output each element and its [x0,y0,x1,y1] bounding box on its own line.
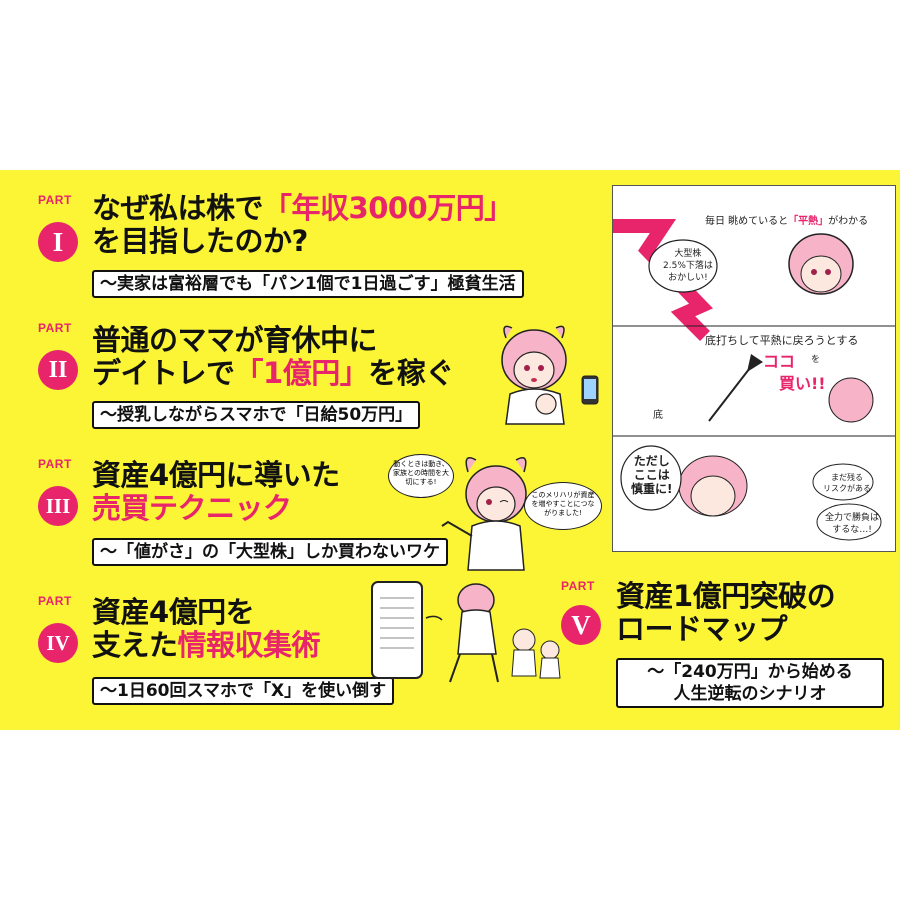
part5-title-line1: 資産1億円突破の [616,579,836,613]
bubble-stock-line3: おかしい! [668,273,708,283]
nursing-mother-illustration [501,325,599,425]
manga-panel: 毎日 眺めていると「平熱」がわかる 大型株 2.5%下落は おかしい! 底打ちし… [612,185,896,552]
part4-label: PART [38,594,72,608]
caption-top-highlight: 「平熱」 [788,216,829,227]
part3-numeral-badge: III [38,486,78,526]
part5-numeral-badge: V [561,605,601,645]
part1-title-prefix: なぜ私は株で [92,191,264,225]
manga-background-art [613,219,895,541]
manga-bubble-risk: まだ残る リスクがある [823,472,871,494]
part3-title: 資産4億円に導いた 売買テクニック [92,459,340,525]
part2-title-suffix: を稼ぐ [368,356,454,390]
speech-bubble-family: 動くときは動き、家族との時間を大切にする! [388,454,454,498]
part3-title-highlight: 売買テクニック [92,491,292,525]
part2-title: 普通のママが育休中に デイトレで「1億円」を稼ぐ [92,324,454,390]
part3-label: PART [38,457,72,471]
manga-kai: 買い!! [779,374,826,393]
part5-subtitle-line1: ～「240万円」から始める [647,662,853,682]
caption-top-suffix: がわかる [828,216,869,227]
manga-caption-top: 毎日 眺めていると「平熱」がわかる [705,212,868,227]
part2-title-highlight: 「1億円」 [234,356,369,390]
part1-title-highlight: 「年収3000万円」 [263,191,513,225]
bubble-stock-line1: 大型株 [674,249,702,259]
manga-bubble-careful: ただし ここは 慎重に! [631,454,672,496]
part4-numeral-badge: IV [38,623,78,663]
part3-title-line1: 資産4億円に導いた [92,458,340,492]
waving-woman-figure [441,457,527,571]
part4-subtitle: ～1日60回スマホで「X」を使い倒す [92,677,395,705]
part4-title-highlight: 情報収集術 [177,628,321,662]
part4-title-prefix: 支えた [92,628,178,662]
manga-bottom-label: 底 [653,410,663,421]
manga-wo: を [811,355,821,365]
part2-numeral-badge: II [38,350,78,390]
part4-title-line1: 資産4億円を [92,595,255,629]
bubble-stock-line2: 2.5%下落は [663,261,713,271]
manga-bubble-fullpower: 全力で勝負は するな…! [825,512,879,536]
bubble-fullpower-line2: するな…! [832,525,872,535]
part5-label: PART [561,579,595,593]
part2-subtitle: ～授乳しながらスマホで「日給50万円」 [92,401,421,429]
bubble-fullpower-line1: 全力で勝負は [825,513,880,523]
speech-bubble-balance: このメリハリが資産を増やすことにつながりました! [524,482,602,530]
part5-subtitle-line2: 人生逆転のシナリオ [673,684,827,704]
part5-subtitle: ～「240万円」から始める 人生逆転のシナリオ [616,658,884,708]
part3-subtitle: ～「値がさ」の「大型株」しか買わないワケ [92,538,448,566]
part1-label: PART [38,193,72,207]
manga-bubble-stock: 大型株 2.5%下落は おかしい! [663,248,713,284]
bubble-careful-line1: ただし [633,454,670,468]
caption-top-prefix: 毎日 眺めていると [705,216,789,227]
part2-title-line1: 普通のママが育休中に [92,323,378,357]
part4-title: 資産4億円を 支えた情報収集術 [92,595,321,662]
part1-numeral-badge: I [38,222,78,262]
manga-koko: ココ [763,352,796,371]
part5-title: 資産1億円突破の ロードマップ [616,579,836,646]
part1-subtitle: ～実家は富裕層でも「パン1個で1日過ごす」極貧生活 [92,270,524,298]
part5-title-line2: ロードマップ [616,612,788,646]
phone-and-family-illustration [371,581,561,683]
manga-caption-rebound: 底打ちして平熱に戻ろうとする [705,334,859,347]
bubble-risk-line1: まだ残る [831,473,863,482]
part2-title-prefix: デイトレで [92,356,235,390]
bubble-risk-line2: リスクがある [823,484,871,493]
part2-label: PART [38,321,72,335]
bubble-careful-line2: ここは [633,468,670,482]
part1-title: なぜ私は株で「年収3000万円」 を目指したのか? [92,192,513,258]
part3-illustration: 動くときは動き、家族との時間を大切にする! このメリハリが資産を増やすことにつな… [388,452,608,572]
part1-title-line2: を目指したのか? [92,224,308,258]
bubble-careful-line3: 慎重に! [631,482,673,496]
